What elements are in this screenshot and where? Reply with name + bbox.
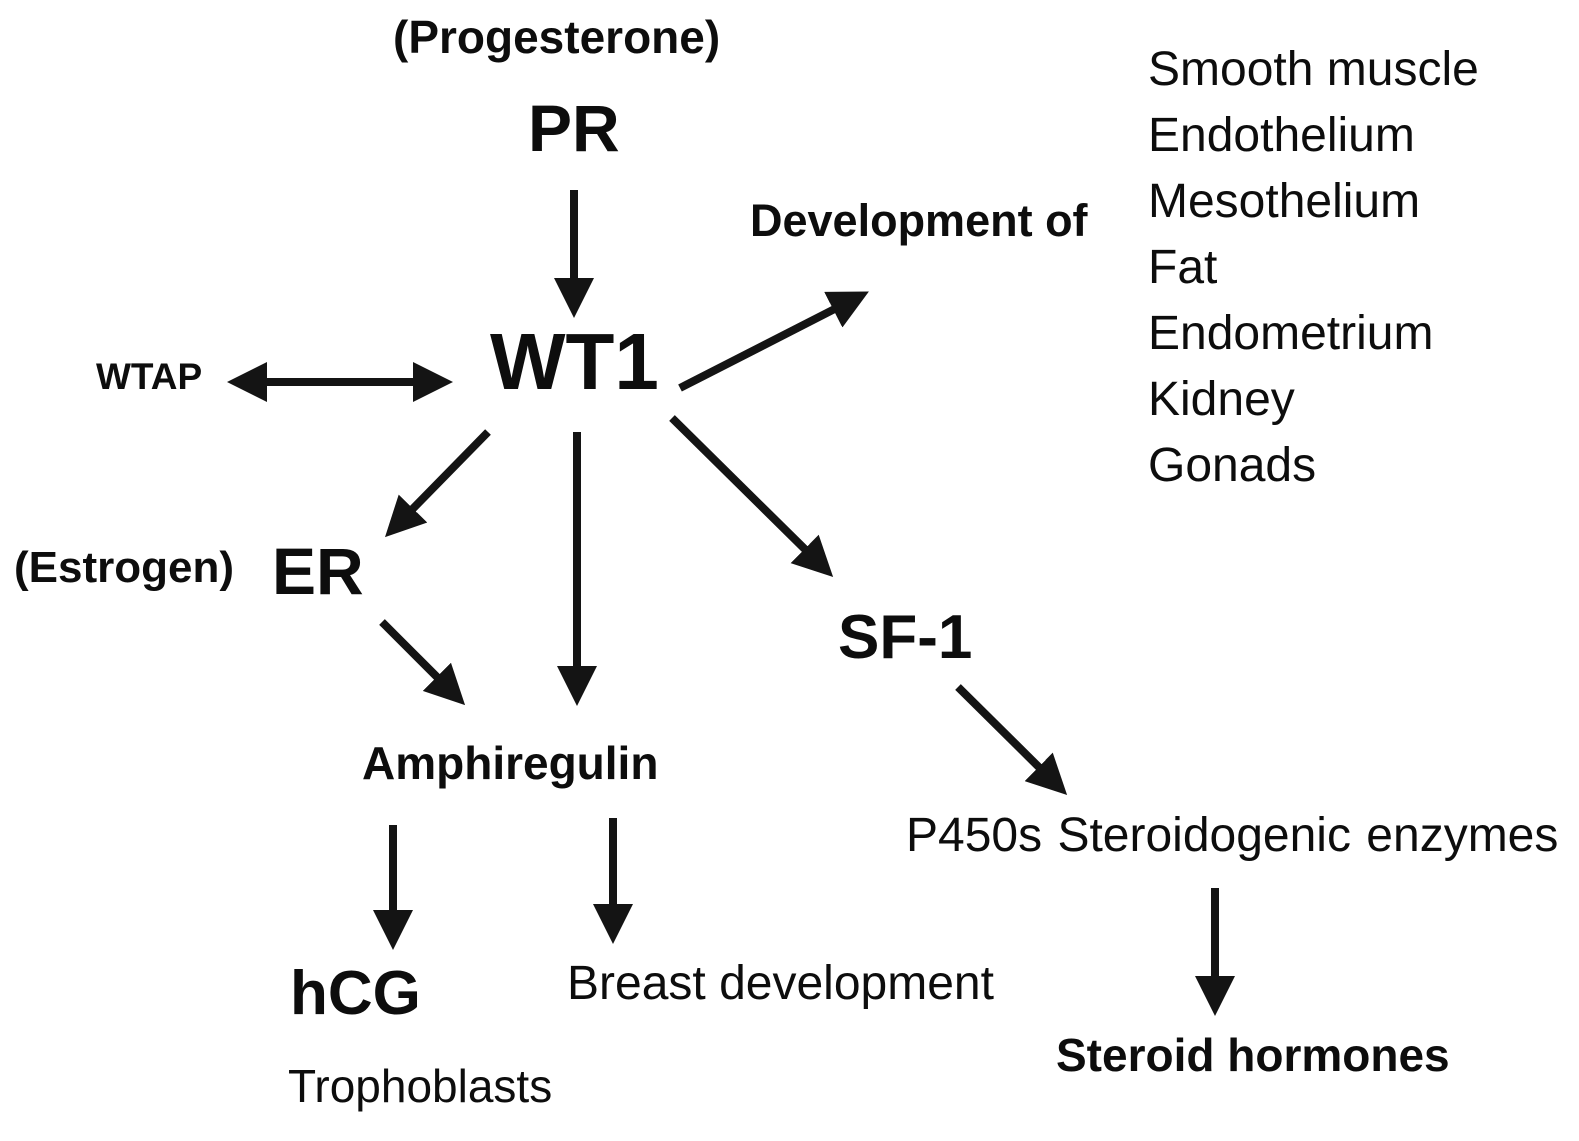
tissue-list: Smooth muscle Endothelium Mesothelium Fa…	[1148, 40, 1479, 502]
label-steroid-hormones: Steroid hormones	[1056, 1029, 1450, 1081]
edge-wt1-to-development-of	[678, 291, 869, 392]
label-progesterone: (Progesterone)	[393, 11, 721, 63]
node-pr: PR	[528, 91, 620, 165]
edge-sf1-to-p450s	[955, 684, 1068, 796]
node-wt1: WT1	[490, 317, 659, 406]
tissue-item-gonads: Gonads	[1148, 439, 1317, 492]
node-amphiregulin: Amphiregulin	[362, 737, 659, 789]
edge-wt1-to-er	[385, 429, 491, 538]
tissue-item-endometrium: Endometrium	[1148, 307, 1434, 360]
node-sf1: SF-1	[838, 603, 973, 672]
node-hcg: hCG	[290, 959, 421, 1028]
label-estrogen: (Estrogen)	[14, 543, 234, 592]
label-development-of: Development of	[750, 195, 1088, 246]
label-p450s-steroidogenic-enzymes: P450s Steroidogenic enzymes	[906, 809, 1559, 862]
node-wtap: WTAP	[96, 356, 203, 397]
edge-er-to-amphiregulin	[379, 619, 466, 706]
edge-wt1-to-sf1	[669, 415, 834, 578]
tissue-item-endothelium: Endothelium	[1148, 109, 1415, 162]
label-breast-development: Breast development	[567, 957, 994, 1010]
tissue-item-mesothelium: Mesothelium	[1148, 175, 1421, 228]
tissue-item-smooth-muscle: Smooth muscle	[1148, 43, 1479, 96]
label-trophoblasts: Trophoblasts	[288, 1060, 553, 1112]
tissue-item-fat: Fat	[1148, 241, 1218, 294]
node-er: ER	[272, 534, 364, 608]
tissue-item-kidney: Kidney	[1148, 373, 1295, 426]
